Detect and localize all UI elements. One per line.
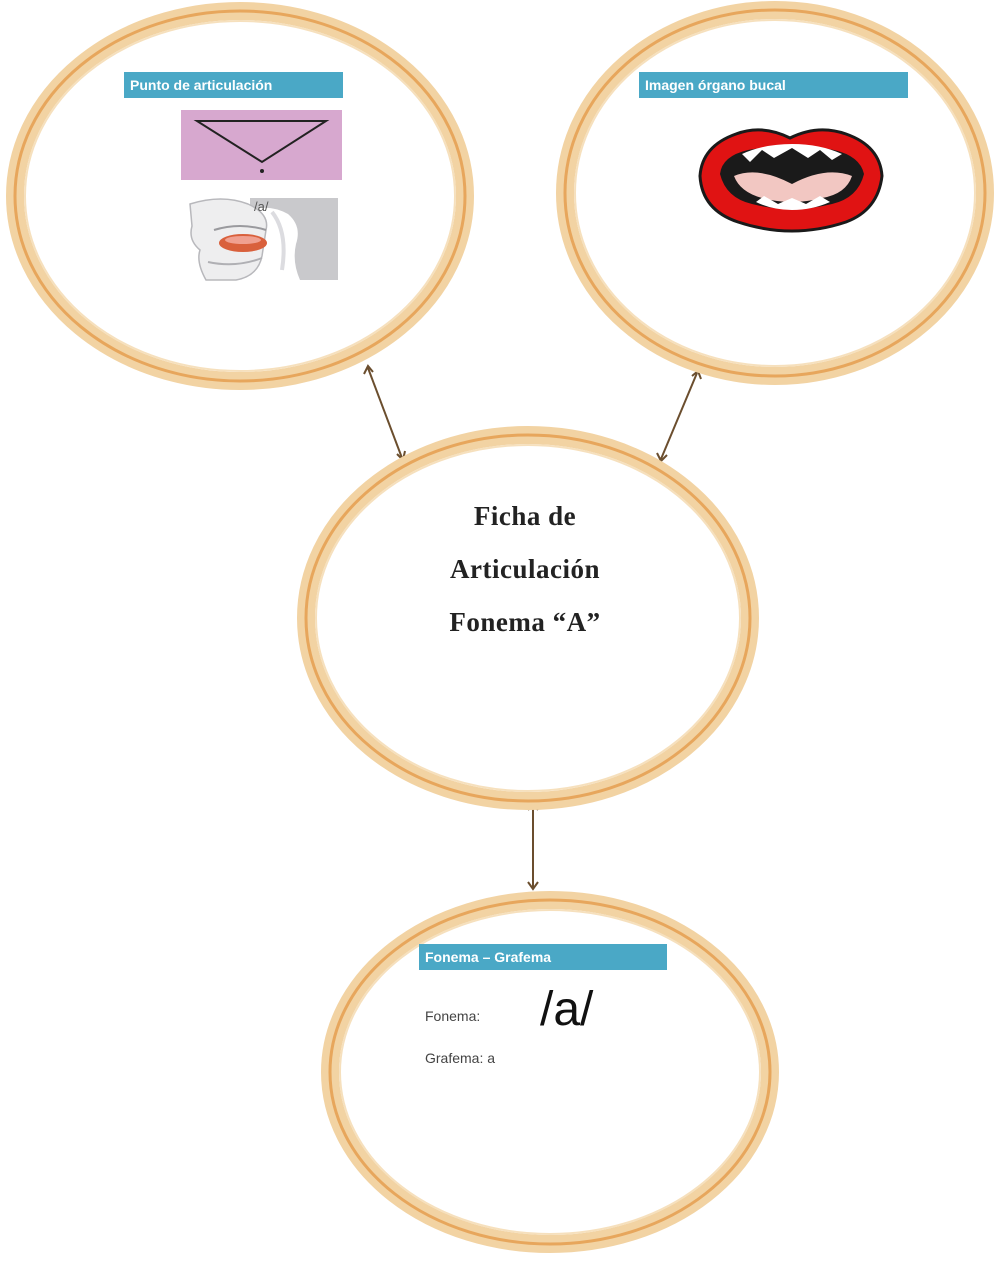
- open-mouth-image: [698, 128, 884, 233]
- center-title-line-3: Fonema “A”: [449, 607, 601, 637]
- connector-arrow-punto-top: [363, 364, 374, 375]
- fonema-value: /a/: [540, 983, 594, 1036]
- connector-imagen-center: [660, 372, 698, 460]
- sagittal-head-image: /a/: [186, 194, 338, 281]
- vowel-mark: /a/: [254, 199, 269, 214]
- grafema-text: Grafema: a: [425, 1050, 496, 1066]
- ring-fonema: [321, 891, 779, 1253]
- center-title: Ficha de Articulación Fonema “A”: [360, 490, 690, 649]
- center-title-line-2: Articulación: [450, 554, 600, 584]
- connector-punto-center: [367, 367, 403, 459]
- fonema-grafema-label: Fonema – Grafema: [419, 944, 667, 970]
- connector-arrow-fonema-top: [527, 881, 539, 891]
- vowel-triangle-image: [181, 110, 342, 180]
- punto-articulacion-label: Punto de articulación: [124, 72, 343, 98]
- ring-center: [297, 426, 759, 810]
- center-title-line-1: Ficha de: [473, 501, 577, 531]
- imagen-organo-bucal-label: Imagen órgano bucal: [639, 72, 908, 98]
- ring-punto: [6, 2, 474, 390]
- ring-imagen: [556, 1, 994, 385]
- fonema-label: Fonema:: [425, 1008, 481, 1024]
